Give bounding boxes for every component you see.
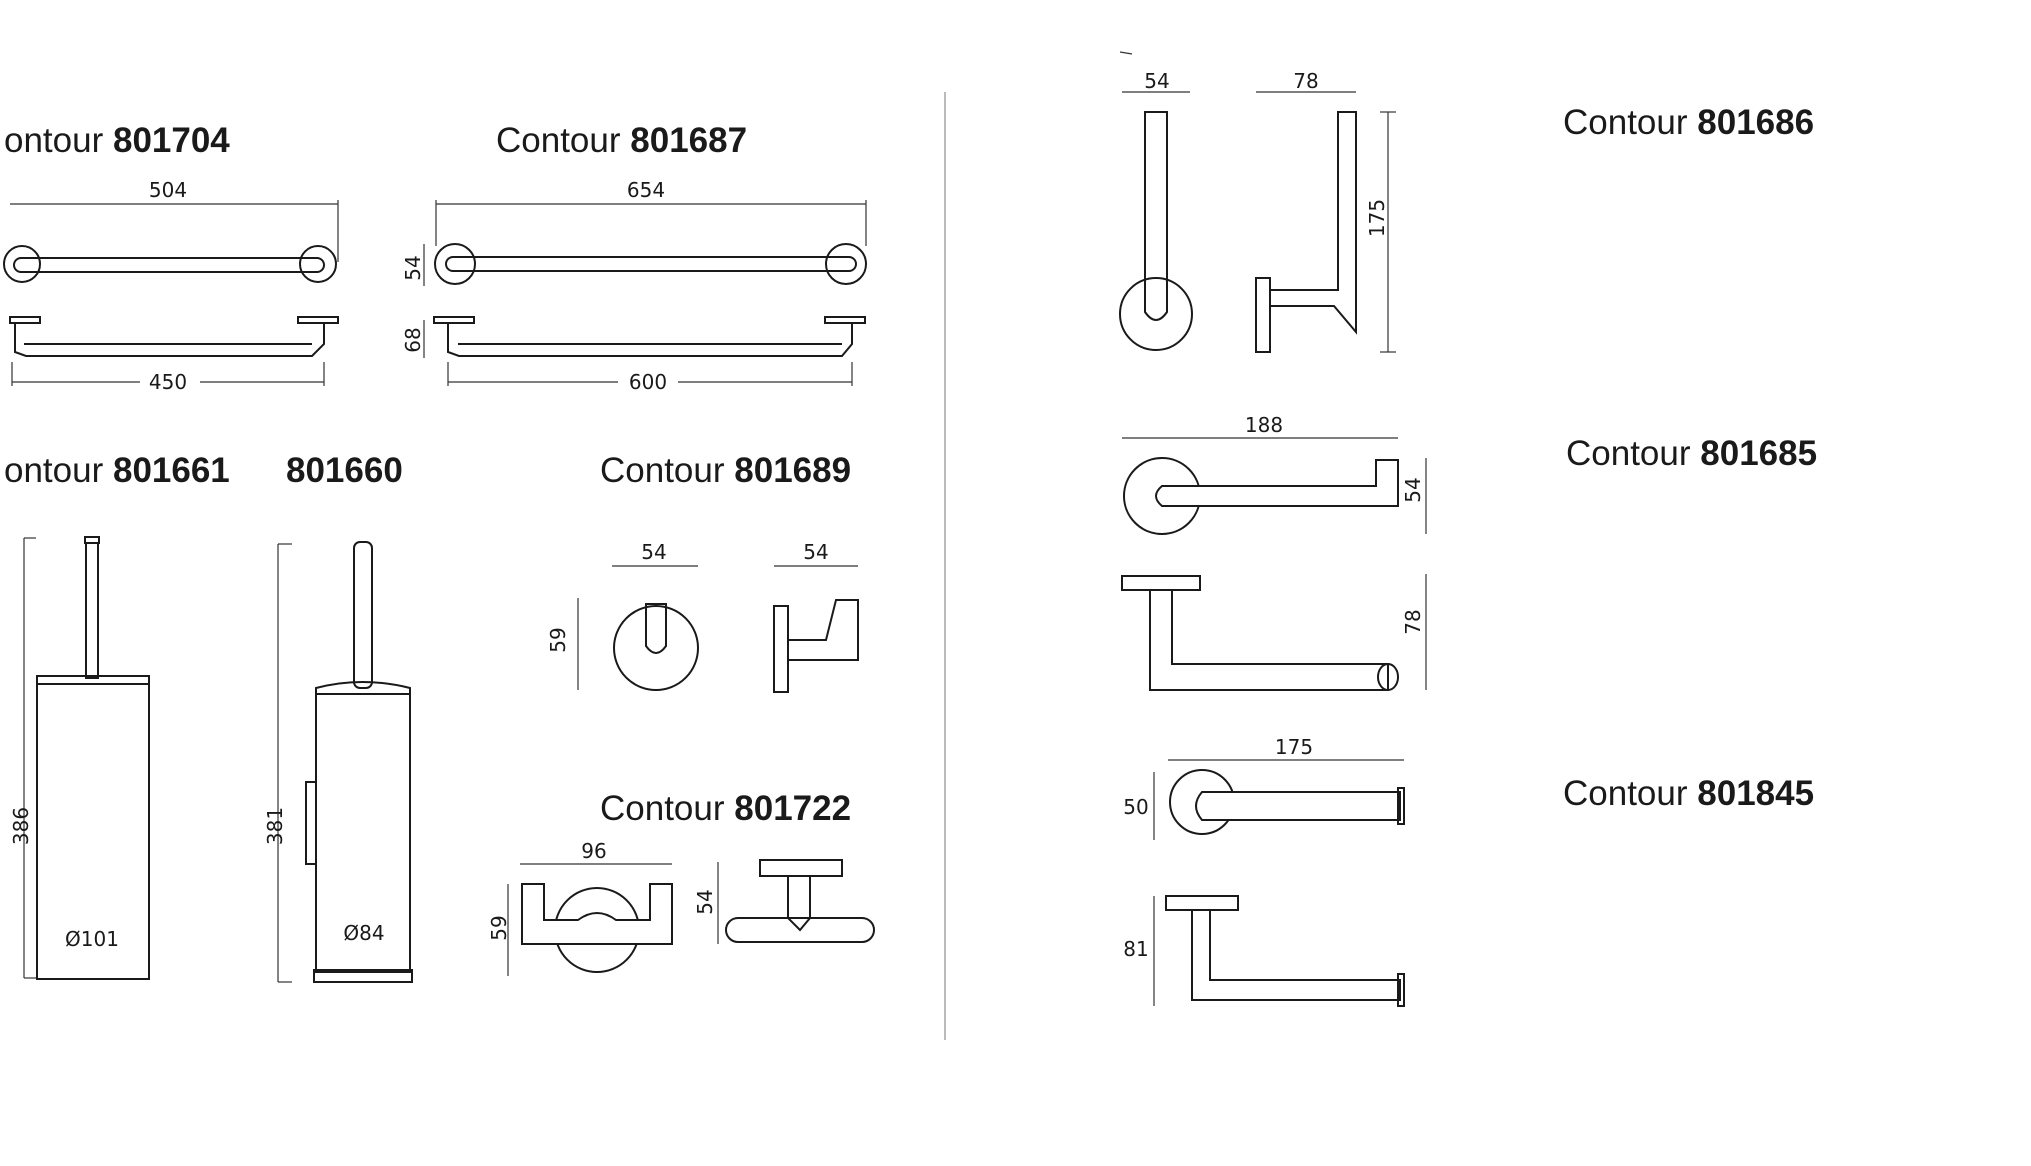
dim-label: 81 (1123, 937, 1148, 961)
dim-label: 50 (1123, 795, 1148, 819)
product-801660: 801660 381 Ø84 (263, 451, 413, 983)
dim-label: 450 (149, 370, 187, 394)
dim-label: 59 (487, 915, 511, 940)
dim-label: 386 (9, 807, 33, 845)
toilet-brush-holder-square (36, 536, 150, 980)
toilet-roll-holder-top-view (1123, 457, 1399, 535)
dim-label: 59 (546, 627, 570, 652)
product-801722: Contour 801722 96 59 54 (487, 789, 875, 976)
product-801661: ontour 801661 386 Ø101 (4, 451, 230, 980)
roll-holder-top-view (1169, 769, 1405, 835)
dim-label: Ø84 (343, 921, 384, 945)
dim-label: 175 (1275, 735, 1313, 759)
double-hook-side-view (725, 859, 875, 943)
robe-hook-side-view (773, 599, 859, 693)
product-title-801687: Contour 801687 (496, 121, 747, 160)
product-801704: ontour 801704 504 450 (3, 121, 339, 394)
towel-bar-top-view (434, 243, 867, 285)
product-801686: Contour 801686 54 78 175 (1119, 51, 1814, 353)
dim-label: 175 (1365, 199, 1389, 237)
product-title-801722: Contour 801722 (600, 789, 851, 828)
dim-label: 654 (627, 178, 665, 202)
product-title-801686: Contour 801686 (1563, 103, 1814, 142)
dim-label: Ø101 (65, 927, 119, 951)
robe-hook-front-view (613, 603, 699, 691)
product-title-801689: Contour 801689 (600, 451, 851, 490)
towel-bar-top-view (3, 245, 337, 283)
dimension-lines-801686 (1119, 51, 1396, 353)
towel-bar-side-view (9, 316, 339, 357)
product-801689: Contour 801689 54 54 59 (546, 451, 859, 693)
dim-label: 54 (803, 540, 828, 564)
dim-label: 504 (149, 178, 187, 202)
product-title-801685: Contour 801685 (1566, 434, 1817, 473)
dimension-lines-801689 (577, 565, 858, 690)
dim-label: 54 (641, 540, 666, 564)
dim-label: 68 (401, 327, 425, 352)
dim-label: 78 (1293, 69, 1318, 93)
product-801687: Contour 801687 654 54 68 600 (401, 121, 867, 394)
dim-label: 96 (581, 839, 606, 863)
spare-roll-holder-side-view (1255, 111, 1357, 353)
dim-label: 381 (263, 807, 287, 845)
product-801685: Contour 801685 188 54 78 (1121, 413, 1817, 691)
dimension-lines-801845 (1153, 759, 1404, 1006)
dim-label: 54 (1401, 477, 1425, 502)
roll-holder-side-view (1165, 895, 1405, 1007)
dimension-lines-801660 (277, 543, 292, 983)
product-title-801660: 801660 (286, 451, 403, 490)
dim-label: 78 (1401, 609, 1425, 634)
product-title-801704: ontour 801704 (4, 121, 230, 160)
spare-roll-holder-front-view (1119, 111, 1193, 351)
product-801845: Contour 801845 175 50 81 (1123, 735, 1814, 1007)
dim-label: 188 (1245, 413, 1283, 437)
double-hook-front-view (521, 883, 673, 973)
dim-label: 54 (693, 889, 717, 914)
dimension-lines-801661 (23, 537, 36, 979)
product-title-801845: Contour 801845 (1563, 774, 1814, 813)
dimension-lines-801722 (507, 862, 719, 976)
dimension-lines-801704 (10, 200, 339, 386)
dimension-lines-801685 (1122, 437, 1427, 690)
towel-bar-side-view (433, 316, 866, 357)
dim-label: 54 (1144, 69, 1169, 93)
dim-label: 600 (629, 370, 667, 394)
toilet-brush-holder-round (305, 541, 413, 983)
dim-label: 54 (401, 255, 425, 280)
dimension-lines-801687 (423, 200, 867, 386)
product-title-801661: ontour 801661 (4, 451, 230, 490)
toilet-roll-holder-side-view (1121, 575, 1399, 691)
